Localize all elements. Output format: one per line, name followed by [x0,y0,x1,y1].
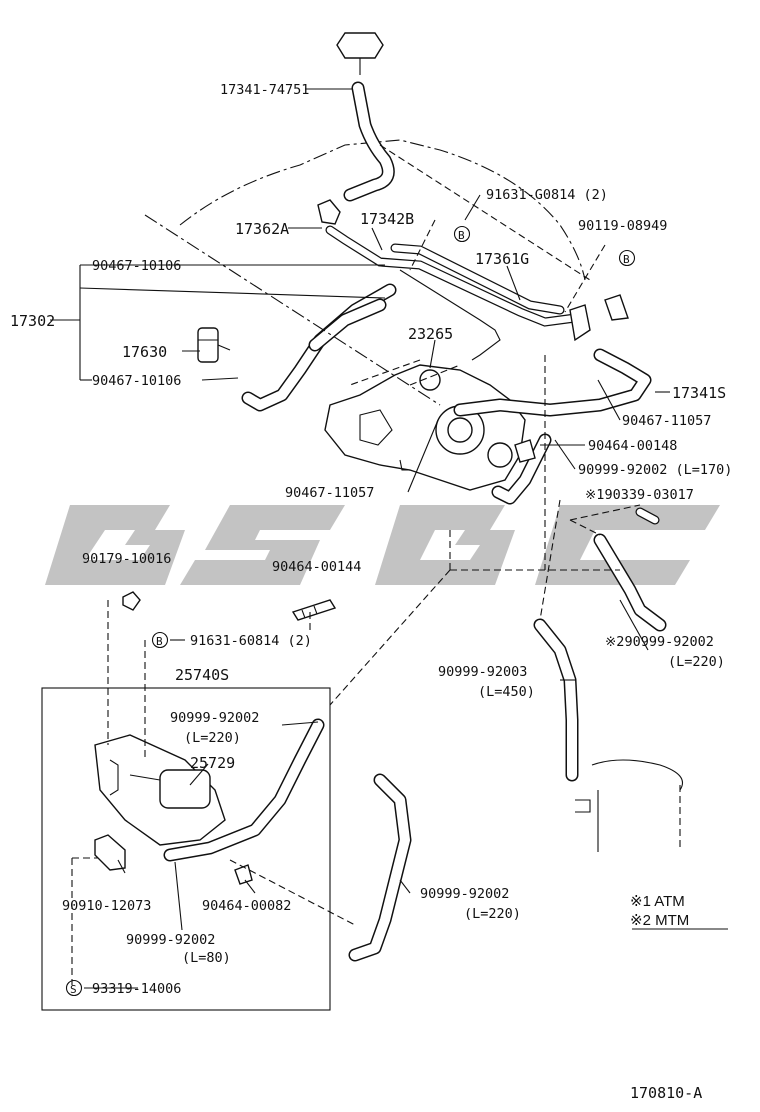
label-290999-92002: ※290999-92002 [605,634,714,650]
legend-atm: ※1 ATM [630,893,685,910]
cap-assembly [336,32,395,202]
part-labels: 17341-74751 91631-G0814 (2) 17362A 17342… [10,82,732,997]
valve-17630 [197,327,231,363]
label-190339-03017: ※190339-03017 [585,487,694,503]
label-90119-08949: 90119-08949 [578,218,667,234]
svg-text:B: B [458,229,465,242]
label-90464-00144: 90464-00144 [272,559,361,575]
label-90467-10106-bottom: 90467-10106 [92,373,181,389]
label-17362a: 17362A [235,220,289,238]
label-90910-12073: 90910-12073 [62,898,151,914]
leader-lines [50,88,728,989]
hose-17341s [453,348,652,505]
assembly-box-25740s [41,687,331,1011]
clip-90464-00144 [291,599,337,621]
label-90999-92003-length: (L=450) [478,684,535,700]
watermark-logo [45,505,720,585]
symbol-b-2: B [618,249,636,267]
legend-mtm: ※2 MTM [630,912,689,929]
label-90467-10106-top: 90467-10106 [92,258,181,274]
label-90999-92002-l80: 90999-92002 [126,932,215,948]
legend: ※1 ATM ※2 MTM [630,893,689,929]
hose-box-l220 [163,718,325,862]
label-90179-10016: 90179-10016 [82,551,171,567]
clip-90464-00082 [234,864,253,885]
label-290999-92002-length: (L=220) [668,654,725,670]
symbol-b-1: B [453,225,471,243]
label-90999-92002-box: 90999-92002 [170,710,259,726]
label-17341s: 17341S [672,384,726,402]
figure-number: 170810-A [630,1084,702,1102]
vsv-25729 [94,734,226,846]
sensor-90910-12073 [94,834,126,871]
label-90467-11057-left: 90467-11057 [285,485,374,501]
label-90999-92002-box-length: (L=220) [184,730,241,746]
label-91631-60814: 91631-60814 (2) [190,633,312,649]
label-91631-g0814: 91631-G0814 (2) [486,187,608,203]
svg-text:B: B [623,253,630,266]
hose-90999-92002-lower [348,773,412,962]
label-17341-74751: 17341-74751 [220,82,309,98]
clip-90179-10016 [122,591,141,611]
pipe-assembly [317,199,629,361]
label-90464-00148: 90464-00148 [588,438,677,454]
label-23265: 23265 [408,325,453,343]
symbol-s: S [65,979,83,997]
label-17630: 17630 [122,343,167,361]
label-17342b: 17342B [360,210,414,228]
dashed-lines [71,144,641,985]
label-25740s: 25740S [175,666,229,684]
hose-90999-92003 [533,618,579,782]
label-90999-92002-l80-length: (L=80) [182,950,231,966]
label-17361g: 17361G [475,250,529,268]
symbol-b-3: B [151,631,169,649]
label-90464-00082: 90464-00082 [202,898,291,914]
svg-text:B: B [156,635,163,648]
label-90999-92002-right: 90999-92002 [420,886,509,902]
label-90467-11057-right: 90467-11057 [622,413,711,429]
label-17302: 17302 [10,312,55,330]
label-90999-92003: 90999-92003 [438,664,527,680]
hoses-upper-right [593,507,667,632]
label-93319-14006: 93319-14006 [92,981,181,997]
svg-text:S: S [70,983,77,996]
throttle-body [324,364,526,491]
label-25729: 25729 [190,754,235,772]
fuel-tank-port [575,759,684,852]
label-90999-92002-right-length: (L=220) [464,906,521,922]
hose-17302 [241,283,397,412]
label-90999-92002-l170: 90999-92002 (L=170) [578,462,732,478]
